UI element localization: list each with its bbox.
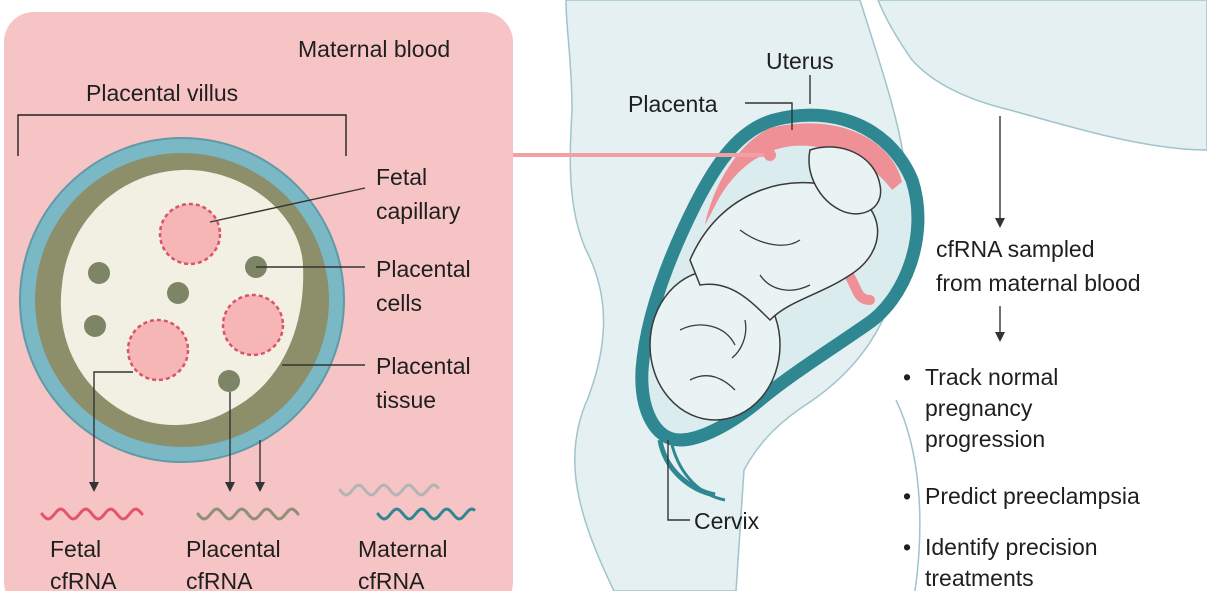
sampling-text-1: cfRNA sampled	[936, 234, 1095, 265]
fetal-cfrna-label-2: cfRNA	[50, 566, 116, 597]
placental-cells-label-2: cells	[376, 288, 422, 319]
fetal-cfrna-label-1: Fetal	[50, 534, 101, 565]
placental-cfrna-label-2: cfRNA	[186, 566, 252, 597]
fetal-capillary-label-1: Fetal	[376, 162, 427, 193]
placental-tissue-label-1: Placental	[376, 351, 471, 382]
placental-villus	[20, 138, 344, 462]
sampling-text-2: from maternal blood	[936, 268, 1141, 299]
fetal-capillary-label-2: capillary	[376, 196, 460, 227]
placental-cells-label-1: Placental	[376, 254, 471, 285]
fetal-capillary	[160, 204, 220, 264]
maternal-cfrna-label-2: cfRNA	[358, 566, 424, 597]
placental-cfrna-label-1: Placental	[186, 534, 281, 565]
maternal-cfrna-label-1: Maternal	[358, 534, 447, 565]
bullet-track-normal: • Track normal pregnancy progression	[903, 362, 1058, 455]
maternal-blood-label: Maternal blood	[298, 34, 450, 65]
placental-tissue-label-2: tissue	[376, 385, 436, 416]
bullet-identify-treatments: • Identify precision treatments	[903, 532, 1098, 594]
cervix-label: Cervix	[694, 506, 759, 537]
bullet-predict-preeclampsia: • Predict preeclampsia	[903, 481, 1140, 512]
placental-villus-label: Placental villus	[86, 78, 238, 109]
placenta-label: Placenta	[628, 89, 718, 120]
uterus-label: Uterus	[766, 46, 834, 77]
